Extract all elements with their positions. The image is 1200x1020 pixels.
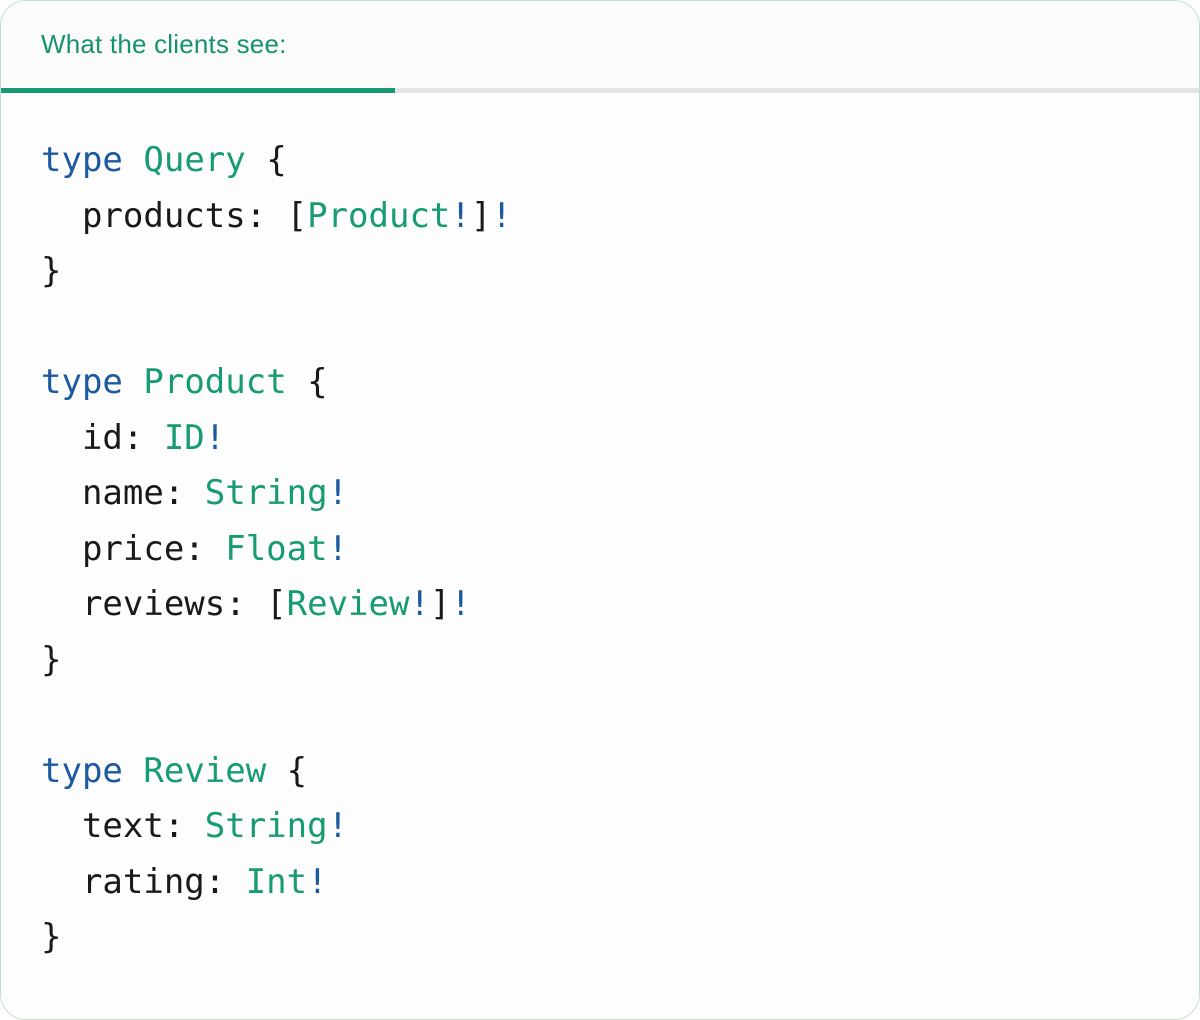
code-line: reviews: [Review!]! — [41, 577, 1169, 633]
code-token-typename: ID — [163, 417, 205, 458]
code-token-keyword: ! — [450, 584, 471, 624]
code-token-plain: ] — [470, 195, 492, 236]
code-token-typename: Product — [143, 362, 287, 402]
code-token-plain: products: [ — [41, 195, 308, 236]
code-token-typename: Int — [245, 861, 308, 902]
code-token-keyword: type — [41, 362, 123, 402]
code-token-plain — [123, 751, 143, 791]
code-line: text: String! — [41, 799, 1169, 855]
tab-what-clients-see[interactable]: What the clients see: — [41, 29, 287, 59]
code-token-plain: } — [41, 917, 62, 957]
code-line: name: String! — [41, 466, 1169, 522]
code-token-keyword: ! — [450, 195, 471, 236]
code-token-plain: name: — [41, 473, 205, 513]
code-line: rating: Int! — [41, 855, 1169, 911]
code-token-plain: id: — [41, 417, 164, 458]
code-token-plain: price: — [41, 528, 226, 569]
code-token-plain: { — [245, 140, 287, 180]
code-token-plain: ] — [429, 584, 451, 624]
code-line — [41, 300, 1169, 356]
code-line: } — [41, 910, 1169, 966]
tab-bar: What the clients see: — [1, 1, 1199, 93]
code-token-keyword: type — [41, 750, 123, 791]
code-line: id: ID! — [41, 411, 1169, 467]
code-token-plain: } — [41, 251, 62, 291]
code-token-plain — [123, 140, 143, 180]
code-token-typename: String — [204, 473, 328, 513]
code-token-typename: Review — [286, 584, 410, 624]
code-token-plain: { — [266, 750, 308, 791]
code-token-plain: text: — [41, 806, 205, 846]
code-token-keyword: type — [41, 140, 123, 180]
code-line: } — [41, 244, 1169, 300]
code-token-keyword: ! — [204, 417, 226, 458]
code-line: type Query { — [41, 133, 1169, 189]
code-token-plain — [123, 362, 143, 402]
code-token-keyword: ! — [327, 806, 349, 846]
code-line: } — [41, 633, 1169, 689]
code-token-typename: Query — [143, 140, 246, 180]
code-token-plain: rating: — [41, 861, 246, 902]
code-token-typename: String — [204, 806, 328, 846]
code-area: type Query { products: [Product!]!} type… — [1, 93, 1199, 1019]
active-tab-underline — [1, 88, 395, 93]
code-token-keyword: ! — [491, 195, 512, 236]
code-line: products: [Product!]! — [41, 189, 1169, 245]
code-token-typename: Product — [307, 195, 451, 236]
code-token-keyword: ! — [409, 584, 430, 624]
code-line: type Review { — [41, 744, 1169, 800]
code-token-keyword: ! — [307, 861, 328, 902]
code-line — [41, 688, 1169, 744]
code-token-typename: Review — [143, 750, 267, 791]
code-line: type Product { — [41, 355, 1169, 411]
code-token-plain: reviews: [ — [41, 584, 287, 624]
code-line: price: Float! — [41, 522, 1169, 578]
code-token-keyword: ! — [327, 473, 349, 513]
code-token-typename: Float — [225, 528, 328, 569]
code-token-plain: } — [41, 639, 62, 680]
code-block: type Query { products: [Product!]!} type… — [41, 133, 1169, 966]
code-token-plain: { — [286, 362, 328, 402]
code-token-keyword: ! — [327, 528, 349, 569]
